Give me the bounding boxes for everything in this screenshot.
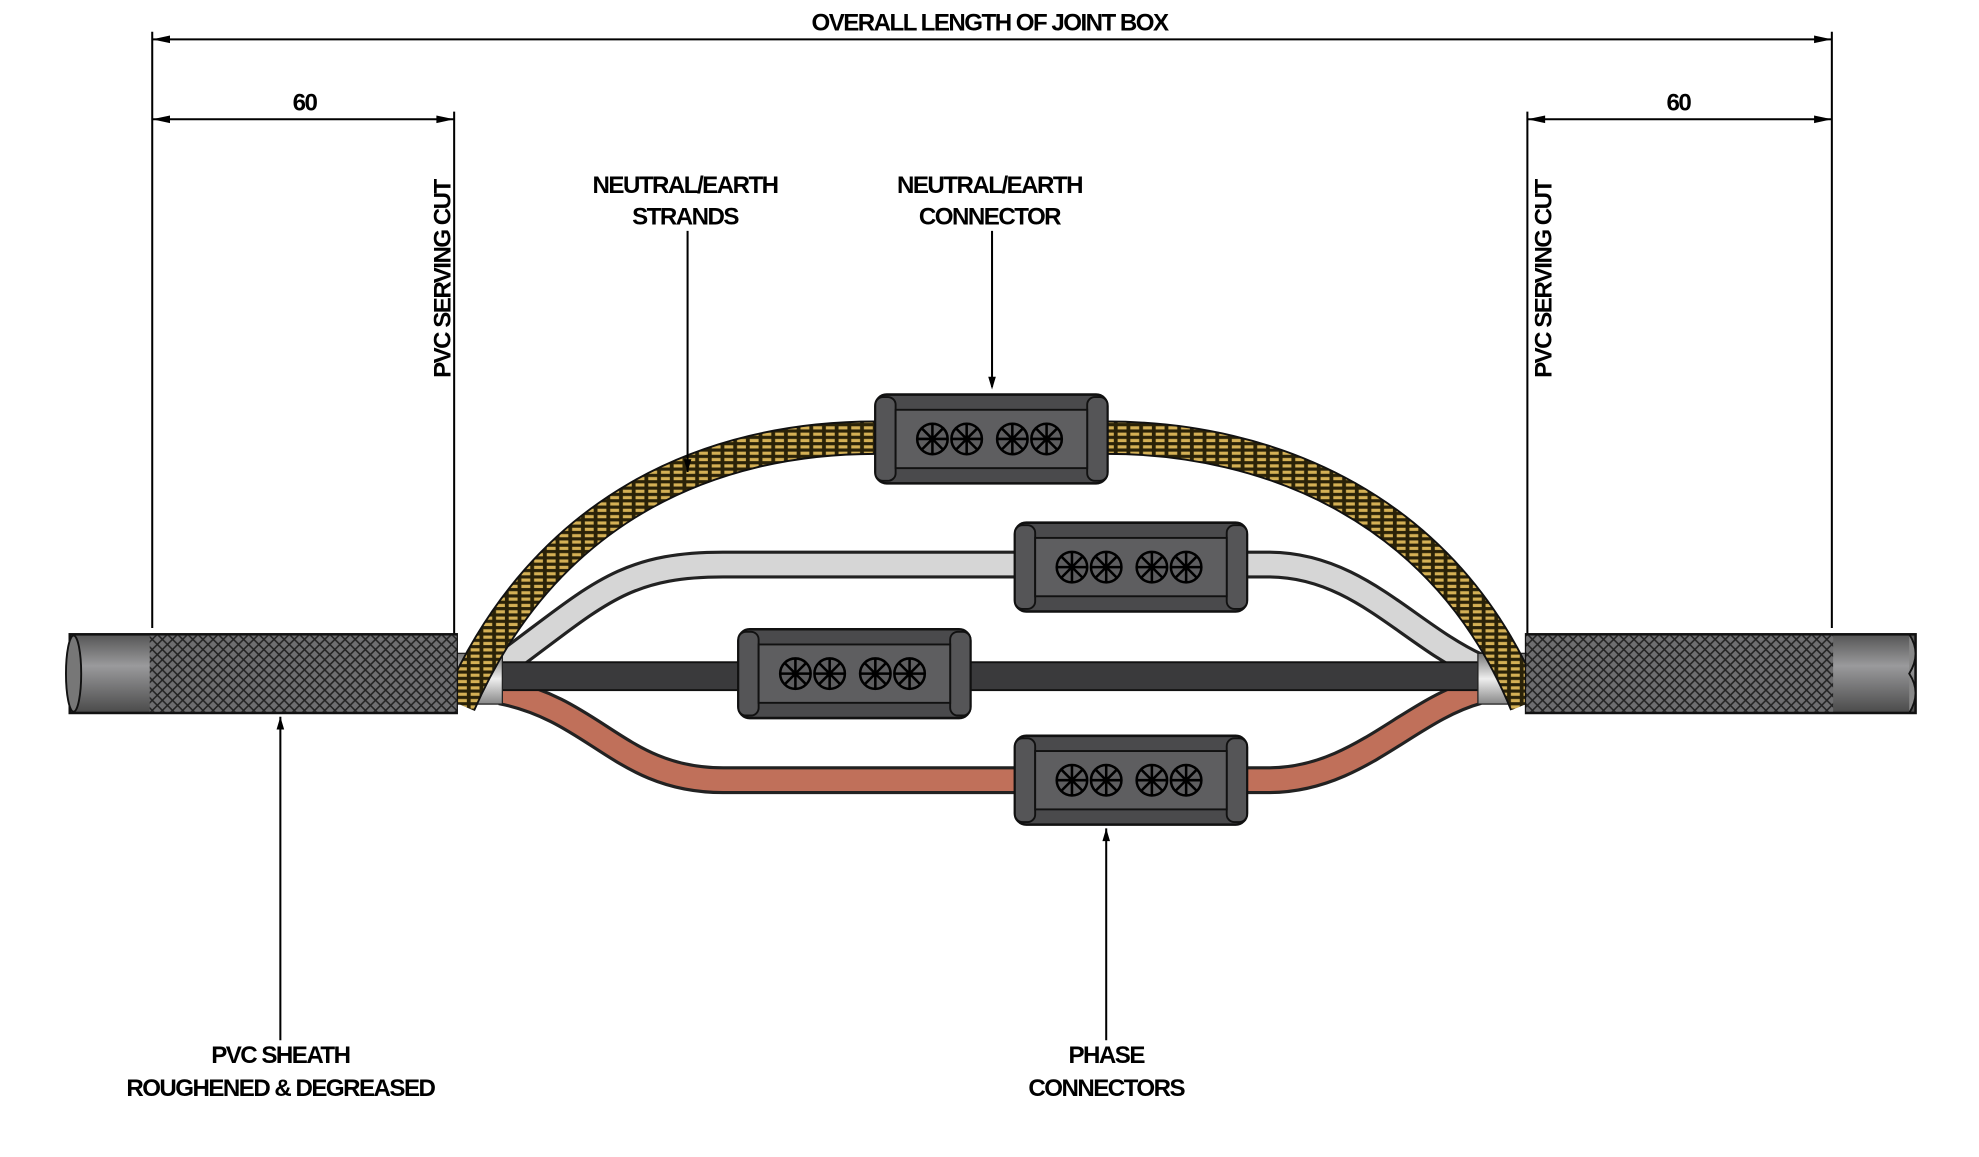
pvc-sheath-label-line1: PVC SHEATH — [211, 1042, 349, 1069]
phase-connector-red — [1015, 736, 1247, 825]
neutral-earth-connector — [875, 395, 1107, 484]
left-offset-label: 60 — [293, 89, 318, 116]
left-offset-dimension: 60 — [152, 89, 456, 635]
pvc-serving-cut-left-label: PVC SERVING CUT — [429, 178, 456, 377]
overall-length-label: OVERALL LENGTH OF JOINT BOX — [811, 9, 1168, 36]
left-cable-sheath — [65, 633, 458, 715]
pvc-sheath-label-line2: ROUGHENED & DEGREASED — [126, 1075, 435, 1102]
right-offset-dimension: 60 — [1526, 89, 1832, 635]
neutral-strands-label-line2: STRANDS — [632, 204, 739, 231]
overall-dimension: OVERALL LENGTH OF JOINT BOX — [151, 9, 1833, 628]
right-offset-label: 60 — [1666, 89, 1691, 116]
phase-connector-grey — [1015, 523, 1247, 612]
pvc-serving-cut-right-label: PVC SERVING CUT — [1530, 178, 1557, 377]
black-core — [500, 661, 1486, 692]
phase-connectors-label-line1: PHASE — [1069, 1042, 1146, 1069]
neutral-connector-label-line1: NEUTRAL/EARTH — [897, 172, 1082, 199]
phase-connectors-label-line2: CONNECTORS — [1028, 1075, 1185, 1102]
neutral-strands-label-line1: NEUTRAL/EARTH — [593, 172, 778, 199]
phase-connector-black — [738, 629, 970, 718]
right-cable-sheath — [1524, 633, 1917, 715]
leader-lines — [279, 230, 1108, 1041]
neutral-connector-label-line2: CONNECTOR — [919, 204, 1061, 231]
